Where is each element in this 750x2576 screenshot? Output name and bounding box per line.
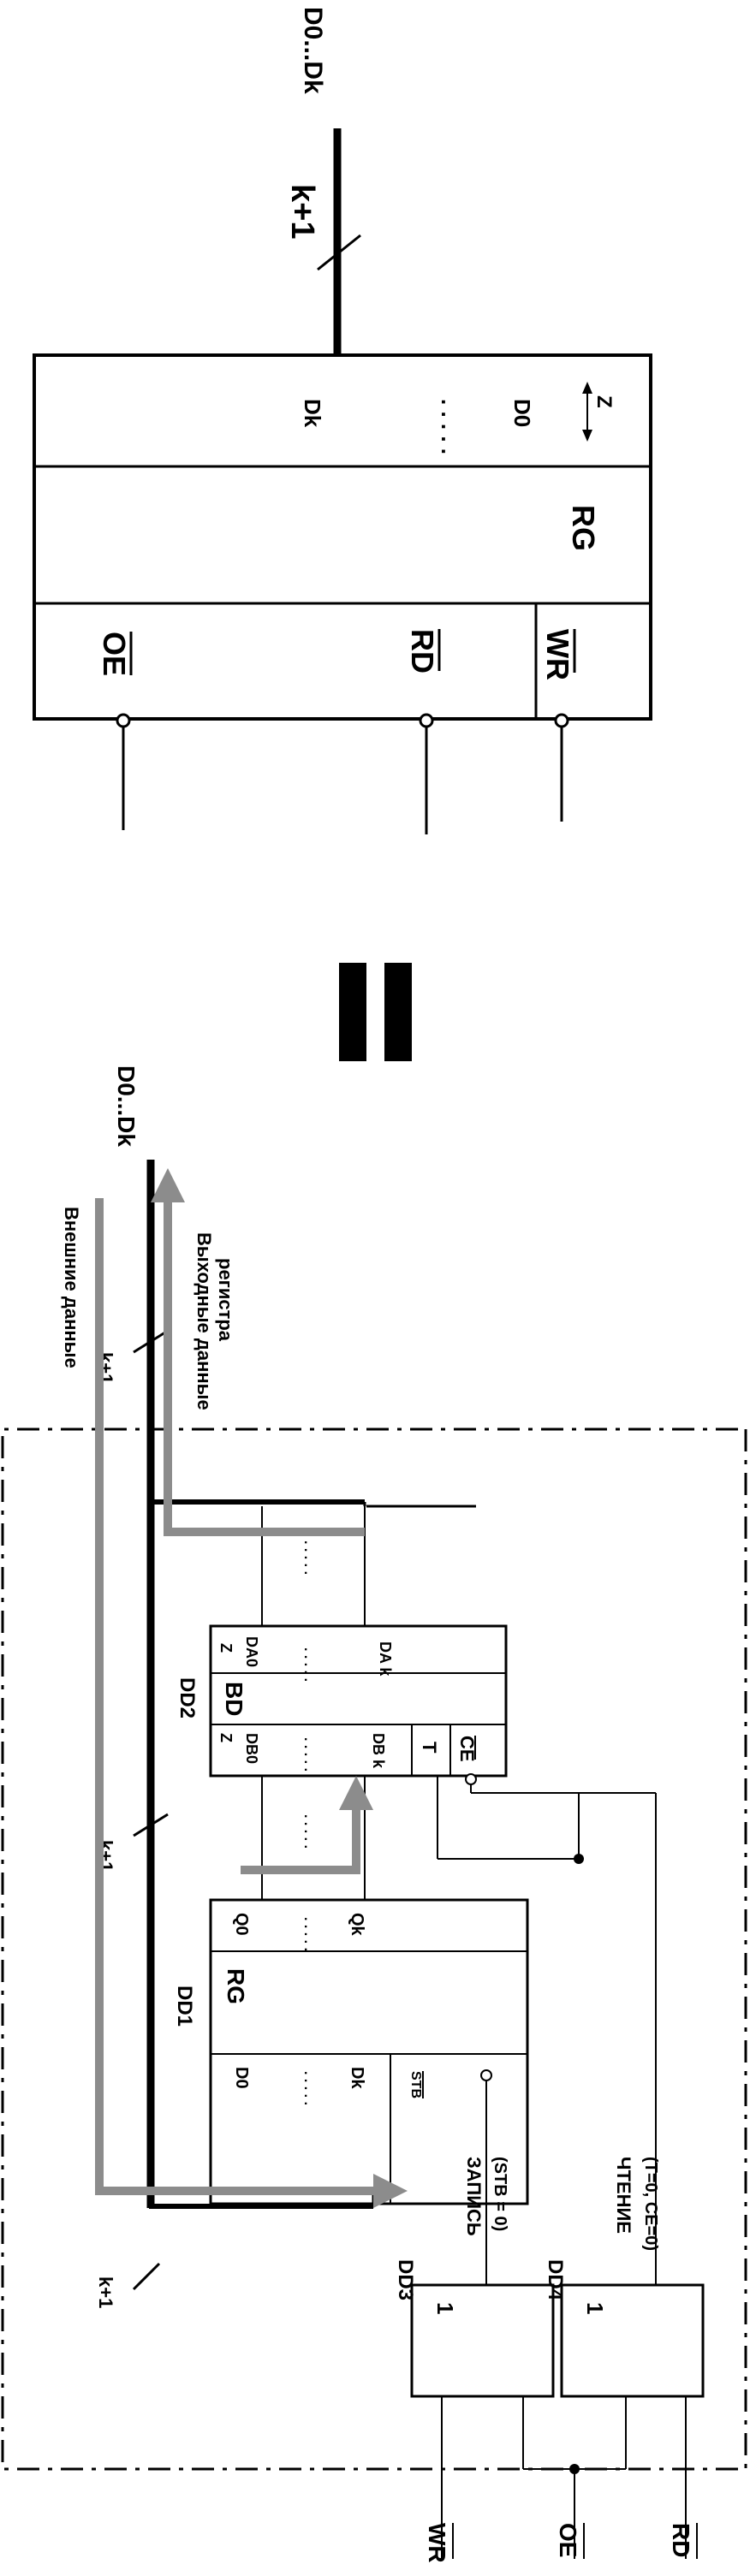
dd1-dots-q: . . . . . (301, 1917, 316, 1951)
top-oe-text: OE (97, 632, 132, 676)
equals-sign (339, 963, 412, 1061)
write-strobe-line: ЗАПИСЬ (STB = 0) (463, 2069, 509, 2285)
external-data-flow: Внешние данные (61, 1198, 408, 2208)
dd4-outline (560, 2283, 705, 2398)
dd1-outline (209, 1898, 529, 2205)
dd2-lower-dots: . . . . . (301, 1814, 316, 1849)
bus-slash-2 (133, 1813, 169, 1837)
top-rg-label: RG (566, 505, 601, 551)
top-rd-label: RD (405, 629, 440, 674)
top-width-label: k+1 (284, 184, 320, 239)
external-data-arrow (95, 1198, 373, 2195)
register-output-flow: Выходные данные регистра (151, 1168, 373, 1874)
dd2-output-bus: k+1 (366, 1505, 476, 1508)
dd1-data-wires: . . . . . (261, 2204, 366, 2208)
external-data-label: Внешние данные (61, 1207, 82, 1368)
top-register-outline (33, 353, 652, 721)
top-field-z: Z (592, 395, 616, 408)
dd1-input-bus: k+1 (95, 2262, 161, 2308)
read-control-lines: ЧТЕНИЕ (T=0, CE=0) (437, 1776, 660, 2285)
enclosure-boundary (1, 1427, 747, 2471)
dd1-name: RG (223, 1968, 249, 2004)
top-field-d0: D0 (509, 399, 535, 427)
dd2-dbk: DB k (370, 1733, 387, 1769)
dd2-db0: DB0 (243, 1733, 260, 1764)
dd2-ce: CE (456, 1736, 478, 1762)
dd2-outline (209, 1624, 508, 1778)
dd2-dots-bottom: . . . . . (301, 1737, 316, 1772)
dd1-ref: DD1 (173, 1985, 196, 2027)
dd1-q0: Q0 (232, 1913, 251, 1936)
dd4-symbol: 1 (582, 2302, 608, 2314)
dd4-ref: DD4 (544, 2259, 567, 2301)
top-rd-inversion (419, 713, 434, 728)
dd1-qk: Qk (348, 1913, 366, 1937)
top-oe-inversion (116, 713, 131, 728)
dd1-stb: STB (408, 2071, 423, 2098)
dd2-ref: DD2 (176, 1677, 199, 1718)
top-output-bus: k+1 D0...Dk (284, 7, 361, 355)
write-label: ЗАПИСЬ (463, 2157, 485, 2236)
dd3-ref: DD3 (394, 2259, 417, 2300)
write-condition: (STB = 0) (491, 2157, 509, 2231)
bus-slash-1 (133, 1329, 169, 1354)
z-state-arrow (582, 382, 592, 442)
top-input-lines (116, 713, 569, 834)
dd2-z-bottom: Z (217, 1733, 235, 1742)
top-register-block: Z D0 . . . . . Dk RG WR RD OE (33, 353, 652, 721)
dd2-da0: DA0 (243, 1636, 260, 1667)
dd2-ce-inversion (465, 1773, 477, 1785)
top-wr-label: WR (540, 629, 575, 680)
dd2-buffer: DD2 BD Z DA0 . . . . . DA k Z DB0 . . . … (176, 1624, 508, 1785)
dd1-d0: D0 (232, 2067, 251, 2089)
dd2-upper-dots: . . . . . (301, 1540, 316, 1575)
bottom-main-bus: k+1 k+1 D0...Dk (95, 1065, 375, 2209)
dd2-name: BD (221, 1682, 247, 1716)
top-bus-slash (317, 234, 361, 271)
bottom-rd-label: RD (668, 2523, 694, 2557)
top-wr-inversion (554, 713, 569, 728)
bottom-oe-label: OE (555, 2523, 581, 2557)
dd2-z-top: Z (217, 1643, 235, 1653)
dd2-dak: DA k (377, 1641, 394, 1677)
top-bus-label: D0...Dk (299, 7, 327, 94)
dd2-t: T (419, 1742, 440, 1754)
bottom-bus-label: D0...Dk (113, 1065, 140, 1147)
top-field-dk: Dk (300, 399, 325, 428)
top-oe-cell: OE (97, 632, 133, 676)
dd3-symbol: 1 (432, 2302, 458, 2314)
dd3-outline (410, 2283, 555, 2398)
dd1-register: DD1 RG Q0 . . . . . Qk D0 . . . . . Dk S… (173, 1898, 529, 2205)
read-condition: (T=0, CE=0) (641, 2157, 660, 2251)
dd3-gate: 1 DD3 (394, 2259, 555, 2398)
bottom-wr-label: WR (424, 2523, 450, 2563)
rotated-schematic: Z D0 . . . . . Dk RG WR RD OE OE (1, 7, 747, 2563)
dd2-dots-top: . . . . . (301, 1647, 316, 1682)
output-data-label-1: Выходные данные (193, 1232, 215, 1410)
dd4-gate: 1 DD4 (544, 2259, 705, 2398)
read-label: ЧТЕНИЕ (613, 2157, 634, 2234)
dd1-dots-d: . . . . . (301, 2071, 316, 2105)
top-field-dots: . . . . . (437, 399, 462, 454)
output-data-label-2: регистра (215, 1258, 236, 1342)
gate-inputs: WR OE RD (424, 2396, 698, 2563)
dd1-bus-width: k+1 (95, 2276, 116, 2308)
dd2-data-wires: . . . . . . . . . . (261, 1506, 366, 1900)
dd1-dk: Dk (348, 2067, 366, 2089)
stb-inversion (480, 2069, 492, 2081)
